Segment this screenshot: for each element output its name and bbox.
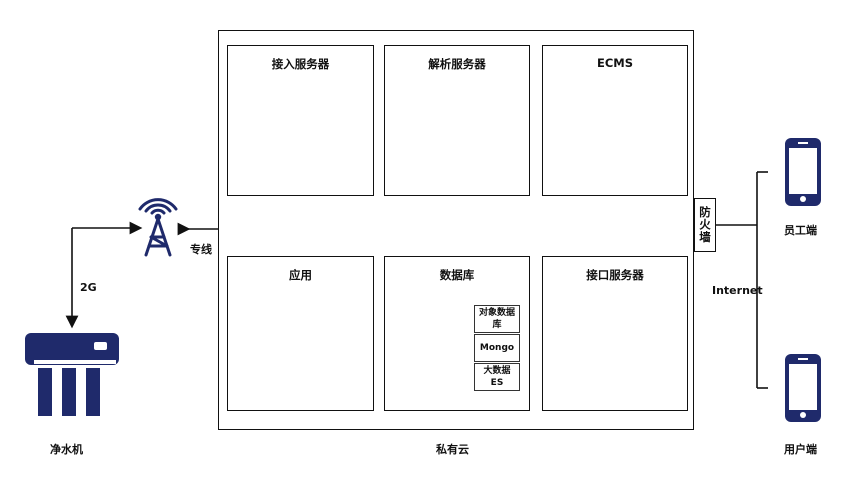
purifier-label: 净水机 [50, 443, 83, 456]
antenna-icon [138, 198, 178, 257]
panel-interface-server: 接口服务器 [542, 256, 688, 411]
store-mongo-label: Mongo [479, 343, 515, 353]
panel-database: 数据库 对象数据库 Mongo 大数据ES [384, 256, 530, 411]
panel-title-database: 数据库 [439, 268, 475, 282]
private-cloud-label: 私有云 [436, 443, 469, 456]
panel-title-application: 应用 [289, 268, 312, 282]
firewall-label: 防火墙 [698, 206, 712, 244]
panel-application: 应用 [227, 256, 374, 411]
panel-title-parse-server: 解析服务器 [428, 57, 486, 71]
panel-title-interface-server: 接口服务器 [586, 268, 644, 282]
store-es-label: 大数据ES [483, 366, 511, 388]
dedicated-line-label: 专线 [190, 243, 212, 256]
internet-label: Internet [712, 284, 763, 297]
smartphone-icon [785, 354, 821, 422]
store-object-db-label: 对象数据库 [479, 308, 516, 330]
user-client-label: 用户端 [784, 443, 817, 456]
store-object-db: 对象数据库 [474, 305, 520, 333]
panel-parse-server: 解析服务器 [384, 45, 530, 196]
employee-client-label: 员工端 [784, 224, 817, 237]
water-purifier-icon [25, 333, 119, 416]
store-es: 大数据ES [474, 363, 520, 391]
firewall: 防火墙 [694, 198, 716, 252]
panel-ecms: ECMS [542, 45, 688, 196]
panel-title-ecms: ECMS [596, 56, 634, 70]
smartphone-icon [785, 138, 821, 206]
panel-title-access-server: 接入服务器 [271, 57, 330, 71]
panel-access-server: 接入服务器 [227, 45, 374, 196]
link-2g-label: 2G [80, 281, 97, 294]
store-mongo: Mongo [474, 334, 520, 362]
